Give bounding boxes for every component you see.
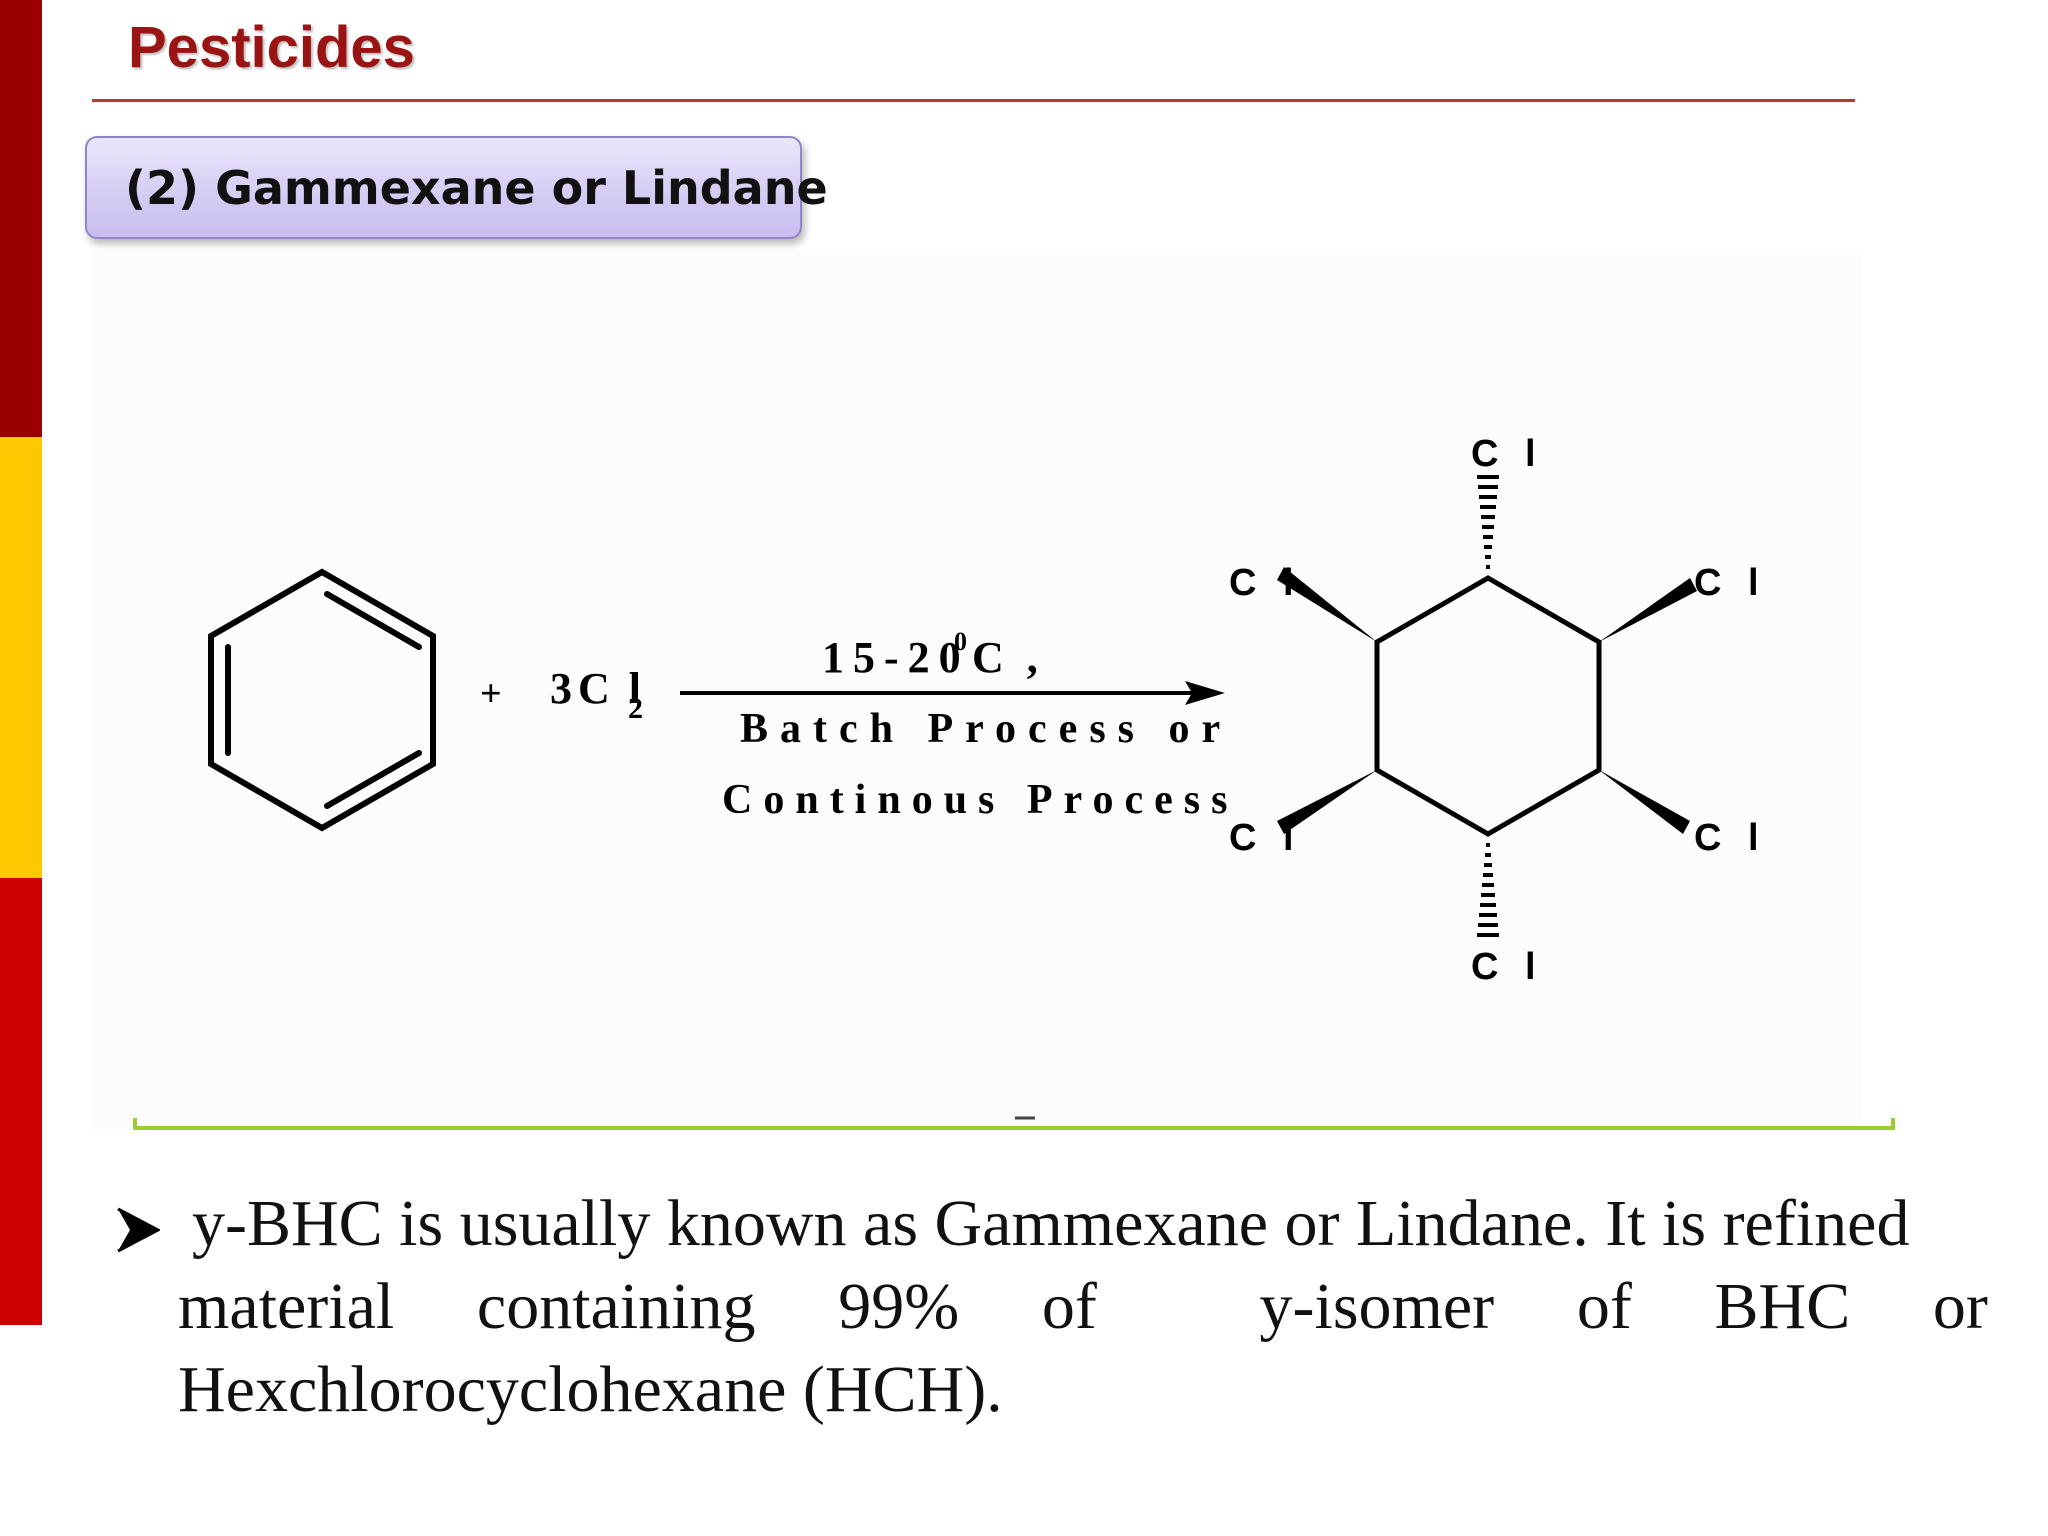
- bullet-word: 99%: [838, 1270, 960, 1343]
- side-stripe-yellow: [0, 437, 42, 878]
- bullet-word: of: [1041, 1270, 1097, 1343]
- subtitle-text: (2) Gammexane or Lindane: [125, 160, 828, 215]
- bullet-paragraph: y-BHC is usually known as Gammexane or L…: [178, 1182, 1988, 1431]
- lindane-structure: C l C l C l C l C l C l: [1229, 433, 1767, 988]
- reaction-arrow: [680, 681, 1225, 705]
- bullet-word: containing: [476, 1270, 756, 1343]
- bullet-line-1: y-BHC is usually known as Gammexane or L…: [192, 1187, 1910, 1260]
- bullet-word: of: [1576, 1270, 1632, 1343]
- condition-process-1: Batch Process or: [740, 706, 1232, 752]
- subtitle-box: (2) Gammexane or Lindane: [85, 136, 828, 239]
- title-underline: [92, 99, 1855, 102]
- chlorine-label-upper-left: C l: [1229, 562, 1302, 604]
- condition-degree: 0: [954, 627, 967, 656]
- condition-temperature: 15-20: [822, 633, 970, 682]
- chlorine-label-upper-right: C l: [1694, 562, 1767, 604]
- benzene-double-bond: [324, 750, 422, 809]
- hash-bond-top: [1477, 475, 1499, 569]
- hash-bond-bottom: [1477, 843, 1499, 937]
- condition-process-2: Continous Process: [722, 777, 1238, 823]
- bullet-word: y-isomer: [1259, 1270, 1495, 1343]
- bullet-line-2: material containing 99% of y-isomer of B…: [178, 1265, 1988, 1348]
- bullet-word: BHC: [1714, 1270, 1851, 1343]
- chlorine-label-lower-left: C l: [1229, 817, 1302, 859]
- reaction-panel: [92, 250, 1862, 1130]
- reagent-subscript: 2: [628, 692, 643, 725]
- arrowhead-bullet-icon: [117, 1207, 160, 1253]
- chlorine-label-lower-right: C l: [1694, 817, 1767, 859]
- benzene-structure: [208, 568, 436, 832]
- wedge-bond: [1277, 770, 1377, 834]
- reagent-symbol: C l: [578, 664, 645, 713]
- wedge-bond: [1599, 578, 1697, 642]
- benzene-ring: [208, 568, 436, 832]
- wedge-bond: [1277, 567, 1377, 642]
- slide-title: Pesticides: [128, 15, 415, 80]
- chlorine-label-bottom: C l: [1471, 946, 1544, 988]
- condition-unit: C ,: [972, 633, 1044, 682]
- plus-sign: +: [480, 673, 502, 715]
- cyclohexane-ring: [1374, 575, 1602, 837]
- reagent-coefficient: 3: [550, 664, 578, 713]
- bullet-word: or: [1932, 1270, 1988, 1343]
- bullet-word: material: [178, 1270, 395, 1343]
- section-divider: [133, 1116, 1895, 1130]
- wedge-bond: [1599, 770, 1690, 834]
- chlorine-label-top: C l: [1471, 433, 1544, 475]
- benzene-double-bond: [324, 591, 422, 650]
- side-stripe-dark-red: [0, 0, 42, 437]
- bullet-line-3: Hexchlorocyclohexane (HCH).: [178, 1353, 1003, 1426]
- side-stripe-red: [0, 878, 42, 1325]
